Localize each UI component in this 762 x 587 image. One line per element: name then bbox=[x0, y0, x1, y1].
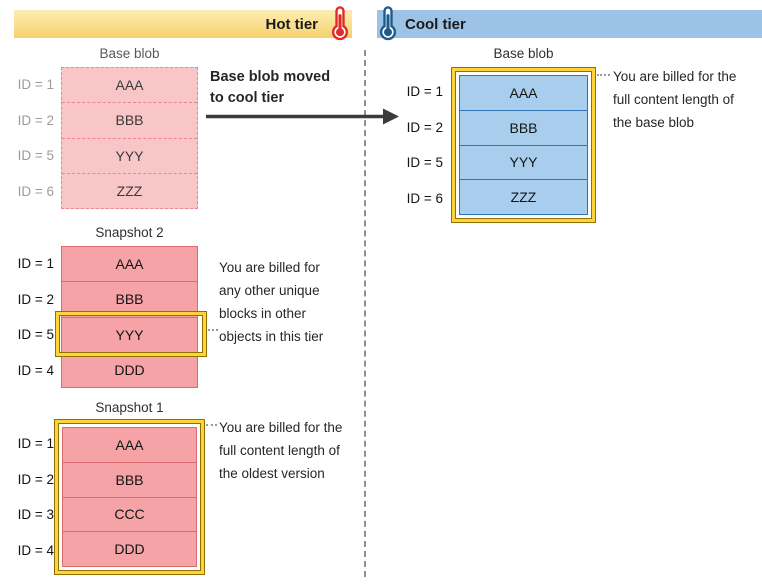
block-id-label: ID = 4 bbox=[17, 542, 54, 558]
block-id-label: ID = 1 bbox=[17, 256, 54, 272]
block-id-label: ID = 2 bbox=[406, 119, 443, 135]
snapshot2-id-column: ID = 1 ID = 2 ID = 5 ID = 4 bbox=[8, 246, 54, 388]
annotation-line: You are billed for bbox=[219, 260, 320, 275]
block: ZZZ bbox=[62, 172, 197, 208]
block-id-label: ID = 2 bbox=[17, 291, 54, 307]
block: ZZZ bbox=[460, 179, 587, 214]
block: BBB bbox=[63, 461, 196, 497]
block-id-label: ID = 1 bbox=[406, 84, 443, 100]
snapshot1-id-column: ID = 1 ID = 2 ID = 3 ID = 4 bbox=[8, 426, 54, 568]
annotation-line: objects in this tier bbox=[219, 329, 324, 344]
block: YYY bbox=[460, 144, 587, 180]
annotation-line: the oldest version bbox=[219, 466, 325, 481]
block: BBB bbox=[62, 102, 197, 137]
block-id-label: ID = 5 bbox=[17, 148, 54, 164]
block: AAA bbox=[115, 256, 144, 273]
hot-thermometer-icon bbox=[331, 6, 349, 41]
block-id-label: ID = 5 bbox=[17, 327, 54, 343]
cool-tier-label: Cool tier bbox=[405, 15, 466, 33]
annotation-line: any other unique bbox=[219, 283, 320, 298]
highlight-frame-snapshot1: AAA BBB CCC DDD bbox=[54, 419, 205, 575]
hot-tier-bar: Hot tier bbox=[14, 10, 352, 38]
block-id-label: ID = 6 bbox=[17, 183, 54, 199]
cool-base-blob-id-column: ID = 1 ID = 2 ID = 5 ID = 6 bbox=[397, 74, 443, 216]
hot-tier-label: Hot tier bbox=[265, 15, 319, 33]
annotation-line: the base blob bbox=[613, 115, 695, 130]
highlight-frame-cool-base-blob: AAA BBB YYY ZZZ bbox=[451, 67, 596, 223]
cool-base-blob-title: Base blob bbox=[493, 46, 554, 61]
tier-divider-line bbox=[364, 50, 366, 577]
block-id-label: ID = 1 bbox=[17, 77, 54, 93]
dotted-connector bbox=[206, 424, 217, 426]
cool-base-blob-annotation: You are billed for the full content leng… bbox=[613, 65, 736, 134]
cool-thermometer-icon bbox=[379, 6, 397, 41]
block-id-label: ID = 4 bbox=[17, 362, 54, 378]
dotted-connector bbox=[597, 74, 610, 76]
block-id-label: ID = 2 bbox=[17, 471, 54, 487]
block: CCC bbox=[63, 496, 196, 532]
transition-label-line2: to cool tier bbox=[210, 90, 285, 106]
block-id-label: ID = 6 bbox=[406, 190, 443, 206]
annotation-line: full content length of bbox=[219, 443, 340, 458]
block: YYY bbox=[62, 137, 197, 173]
annotation-line: blocks in other bbox=[219, 306, 307, 321]
snapshot2-annotation: You are billed for any other unique bloc… bbox=[219, 256, 323, 348]
block: AAA bbox=[115, 77, 144, 94]
transition-label-line1: Base blob moved bbox=[210, 69, 331, 85]
hot-base-blob-title: Base blob bbox=[99, 46, 160, 61]
transition-label: Base blob moved to cool tier bbox=[210, 67, 330, 109]
annotation-line: You are billed for the bbox=[613, 69, 737, 84]
block: DDD bbox=[63, 531, 196, 566]
block-id-label: ID = 3 bbox=[17, 507, 54, 523]
snapshot1-title: Snapshot 1 bbox=[95, 400, 164, 415]
dotted-connector bbox=[208, 329, 218, 331]
snapshot2-stack: AAA BBB YYY DDD bbox=[61, 246, 198, 388]
block: BBB bbox=[460, 109, 587, 145]
block: BBB bbox=[62, 281, 197, 316]
snapshot1-stack: AAA BBB CCC DDD bbox=[62, 427, 197, 567]
block: YYY bbox=[62, 316, 197, 352]
block-id-label: ID = 5 bbox=[406, 155, 443, 171]
block-id-label: ID = 2 bbox=[17, 112, 54, 128]
hot-base-blob-stack: AAA BBB YYY ZZZ bbox=[61, 67, 198, 209]
snapshot1-annotation: You are billed for the full content leng… bbox=[219, 416, 342, 485]
right-arrow-icon bbox=[206, 108, 399, 125]
block-id-label: ID = 1 bbox=[17, 436, 54, 452]
hot-base-blob-id-column: ID = 1 ID = 2 ID = 5 ID = 6 bbox=[8, 67, 54, 209]
annotation-line: full content length of bbox=[613, 92, 734, 107]
annotation-line: You are billed for the bbox=[219, 420, 343, 435]
snapshot2-title: Snapshot 2 bbox=[95, 225, 164, 240]
block: AAA bbox=[509, 84, 538, 101]
cool-base-blob-stack: AAA BBB YYY ZZZ bbox=[459, 75, 588, 215]
block: DDD bbox=[62, 351, 197, 387]
block: AAA bbox=[115, 436, 144, 453]
cool-tier-bar: Cool tier bbox=[377, 10, 762, 38]
